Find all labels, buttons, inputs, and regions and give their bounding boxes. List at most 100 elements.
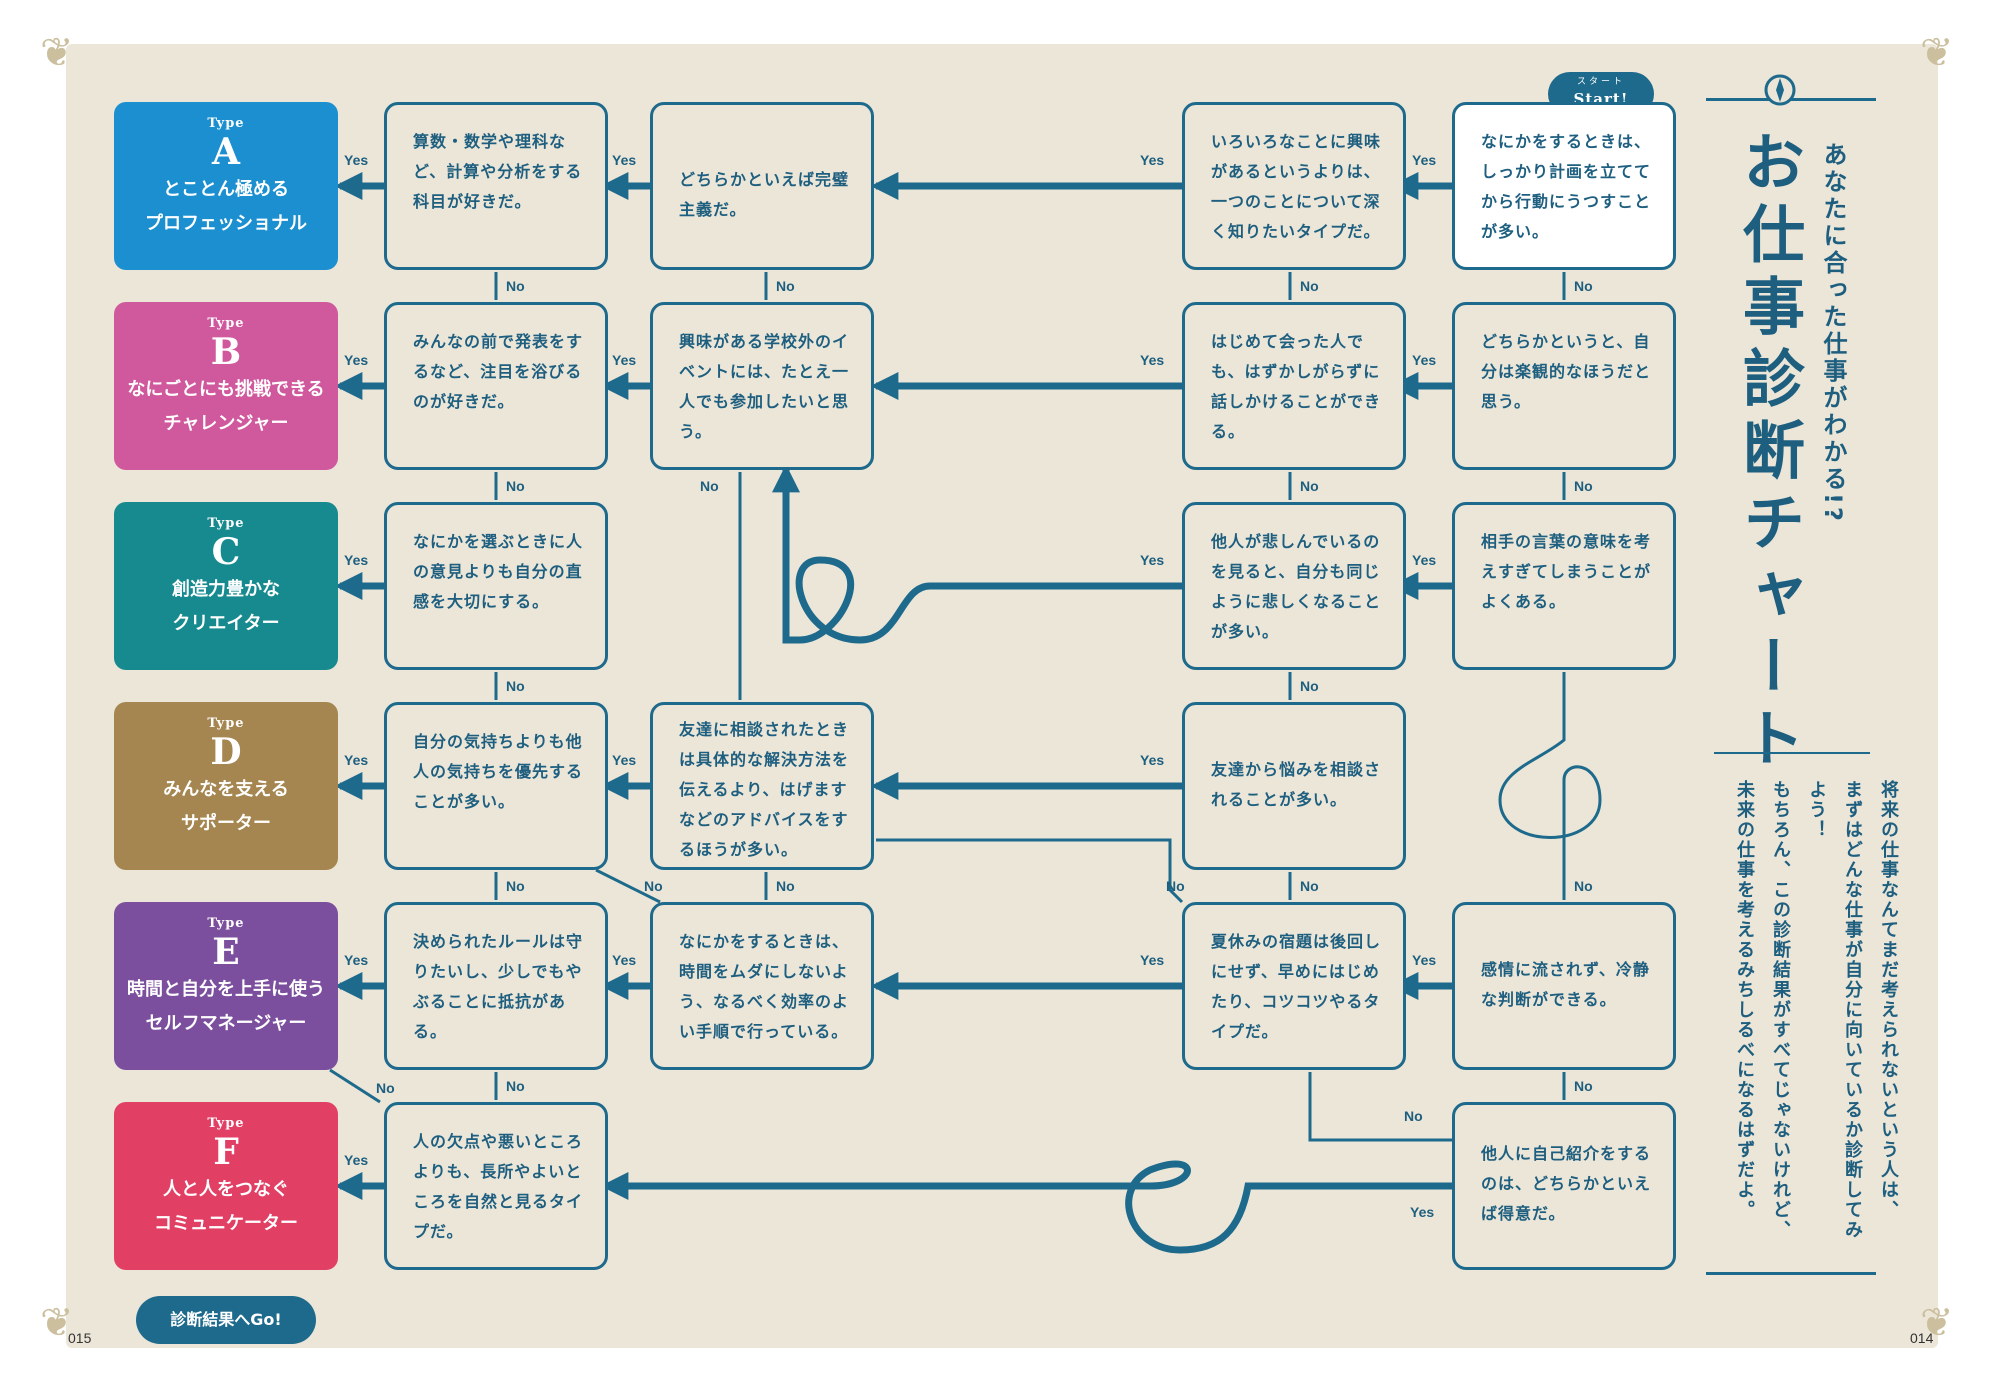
no-label: No [1300, 478, 1319, 494]
title-divider [1714, 752, 1870, 754]
no-label: No [1404, 1108, 1423, 1124]
question-box: なにかを選ぶときに人の意見よりも自分の直感を大切にする。 [384, 502, 608, 670]
no-label: No [644, 878, 663, 894]
question-start: なにかをするときは、しっかり計画を立ててから行動にうつすことが多い。 [1452, 102, 1676, 270]
type-word: Type [207, 516, 245, 531]
question-box: なにかをするときは、時間をムダにしないよう、なるべく効率のよい手順で行っている。 [650, 902, 874, 1070]
page-number-right: 014 [1910, 1330, 1934, 1346]
type-letter: E [212, 931, 240, 973]
intro-line: 未来の仕事を考えるみちしるべになるはずだよ。 [1734, 780, 1755, 1220]
type-line2: コミュニケーター [154, 1213, 298, 1234]
yes-label: Yes [1412, 152, 1437, 168]
yes-label: Yes [344, 352, 369, 368]
corner-flourish-icon: ❦ [40, 30, 74, 76]
type-line2: プロフェッショナル [145, 213, 307, 234]
yes-label: Yes [612, 352, 637, 368]
yes-label: Yes [344, 552, 369, 568]
type-line1: 人と人をつなぐ [163, 1179, 289, 1200]
yes-label: Yes [1412, 952, 1437, 968]
corner-flourish-icon: ❦ [1920, 1300, 1954, 1346]
type-word: Type [207, 316, 245, 331]
type-line2: チャレンジャー [163, 413, 289, 434]
type-word: Type [207, 1116, 245, 1131]
type-line2: セルフマネージャー [145, 1013, 307, 1034]
type-letter: B [210, 331, 242, 373]
ornament-icon [1764, 74, 1796, 106]
type-box-f: Type F 人と人をつなぐ コミュニケーター [114, 1102, 338, 1270]
type-letter: F [213, 1131, 239, 1173]
type-word: Type [207, 916, 245, 931]
type-line1: なにごとにも挑戦できる [127, 379, 325, 400]
bottom-rule [1706, 1272, 1876, 1275]
type-line1: 創造力豊かな [172, 579, 280, 600]
yes-label: Yes [1140, 752, 1165, 768]
intro-line: もちろん、この診断結果がすべてじゃないけれど、 [1770, 780, 1791, 1240]
type-box-d: Type D みんなを支える サポーター [114, 702, 338, 870]
yes-label: Yes [1140, 152, 1165, 168]
corner-flourish-icon: ❦ [40, 1300, 74, 1346]
question-box: 他人が悲しんでいるのを見ると、自分も同じように悲しくなることが多い。 [1182, 502, 1406, 670]
type-word: Type [207, 716, 245, 731]
no-label: No [376, 1080, 395, 1096]
type-letter: C [211, 531, 241, 573]
no-label: No [1574, 478, 1593, 494]
no-label: No [776, 278, 795, 294]
yes-label: Yes [1412, 552, 1437, 568]
no-label: No [506, 878, 525, 894]
no-label: No [700, 478, 719, 494]
no-label: No [1300, 878, 1319, 894]
intro-text: 将来の仕事なんてまだ考えられないという人は、 まずはどんな仕事が自分に向いている… [1726, 780, 1906, 1250]
question-box: 自分の気持ちよりも他人の気持ちを優先することが多い。 [384, 702, 608, 870]
yes-label: Yes [344, 752, 369, 768]
question-box: どちらかといえば完璧主義だ。 [650, 102, 874, 270]
no-label: No [506, 678, 525, 694]
type-box-b: Type B なにごとにも挑戦できる チャレンジャー [114, 302, 338, 470]
type-box-a: Type A とことん極める プロフェッショナル [114, 102, 338, 270]
type-line2: クリエイター [172, 613, 280, 634]
question-box: 算数・数学や理科など、計算や分析をする科目が好きだ。 [384, 102, 608, 270]
yes-label: Yes [612, 952, 637, 968]
no-label: No [1300, 278, 1319, 294]
question-box: 友達に相談されたときは具体的な解決方法を伝えるより、はげますなどのアドバイスをす… [650, 702, 874, 870]
corner-flourish-icon: ❦ [1920, 30, 1954, 76]
type-line1: 時間と自分を上手に使う [127, 979, 325, 1000]
question-box: いろいろなことに興味があるというよりは、一つのことについて深く知りたいタイプだ。 [1182, 102, 1406, 270]
question-box: はじめて会った人でも、はずかしがらずに話しかけることができる。 [1182, 302, 1406, 470]
go-to-results-badge: 診断結果へGo! [136, 1296, 316, 1344]
question-box: 人の欠点や悪いところよりも、長所やよいところを自然と見るタイプだ。 [384, 1102, 608, 1270]
yes-label: Yes [1412, 352, 1437, 368]
question-box: 興味がある学校外のイベントには、たとえ一人でも参加したいと思う。 [650, 302, 874, 470]
type-letter: A [212, 131, 240, 173]
yes-label: Yes [1140, 952, 1165, 968]
type-letter: D [210, 731, 242, 773]
no-label: No [506, 478, 525, 494]
question-box: みんなの前で発表をするなど、注目を浴びるのが好きだ。 [384, 302, 608, 470]
no-label: No [506, 1078, 525, 1094]
type-word: Type [207, 116, 245, 131]
no-label: No [776, 878, 795, 894]
question-box: 決められたルールは守りたいし、少しでもやぶることに抵抗がある。 [384, 902, 608, 1070]
yes-label: Yes [612, 152, 637, 168]
yes-label: Yes [344, 152, 369, 168]
page-title: お仕事診断チャート [1732, 130, 1805, 778]
yes-label: Yes [1140, 552, 1165, 568]
no-label: No [1574, 278, 1593, 294]
start-ruby: スタート [1576, 77, 1625, 87]
type-box-e: Type E 時間と自分を上手に使う セルフマネージャー [114, 902, 338, 1070]
yes-label: Yes [612, 752, 637, 768]
question-box: 友達から悩みを相談されることが多い。 [1182, 702, 1406, 870]
no-label: No [1574, 878, 1593, 894]
intro-line: まずはどんな仕事が自分に向いているか診断してみよう！ [1806, 780, 1863, 1240]
type-line1: とことん極める [163, 179, 289, 200]
no-label: No [1300, 678, 1319, 694]
question-box: どちらかというと、自分は楽観的なほうだと思う。 [1452, 302, 1676, 470]
type-line2: サポーター [181, 813, 271, 834]
question-box: 感情に流されず、冷静な判断ができる。 [1452, 902, 1676, 1070]
no-label: No [1166, 878, 1185, 894]
type-line1: みんなを支える [163, 779, 289, 800]
no-label: No [506, 278, 525, 294]
yes-label: Yes [344, 1152, 369, 1168]
yes-label: Yes [1140, 352, 1165, 368]
no-label: No [1574, 1078, 1593, 1094]
